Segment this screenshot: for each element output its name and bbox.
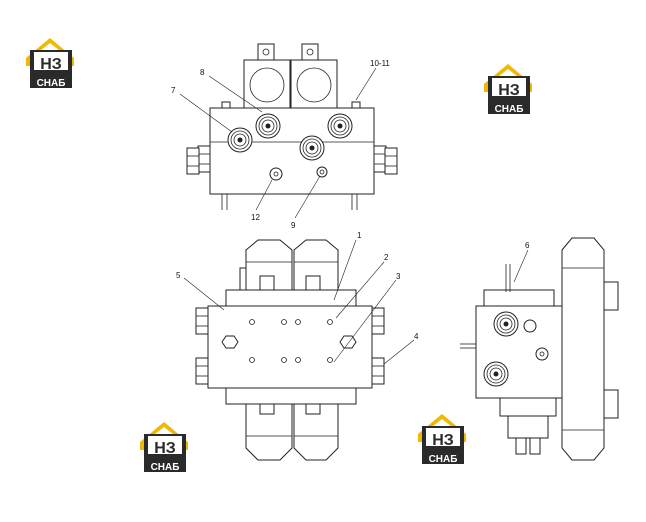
brand-logo-top-left: НЗ CHAБ [26, 38, 74, 89]
valve-side-view [460, 237, 619, 461]
callout-2: 2 [384, 253, 389, 262]
logo-text: CHAБ [429, 454, 458, 465]
logo-mark: НЗ [154, 440, 176, 457]
logo-mark: НЗ [432, 432, 454, 449]
leader-lines [179, 67, 529, 365]
logo-text: CHAБ [37, 78, 66, 89]
logo-text: CHAБ [495, 104, 524, 115]
brand-logo-top-right: НЗ CHAБ [484, 64, 532, 115]
callout-5: 5 [176, 271, 181, 280]
valve-front-view [186, 43, 398, 210]
callout-8: 8 [200, 68, 205, 77]
callout-12: 12 [251, 213, 260, 222]
callout-labels: 7 8 10-11 12 9 1 2 3 4 5 6 [171, 59, 530, 341]
logo-mark: НЗ [40, 56, 62, 73]
brand-logo-bottom-right: НЗ CHAБ [418, 414, 466, 465]
logo-mark: НЗ [498, 82, 520, 99]
callout-10-11: 10-11 [370, 59, 390, 68]
valve-plan-view [195, 239, 385, 461]
brand-logo-bottom-left: НЗ CHAБ [140, 422, 188, 473]
logo-text: CHAБ [151, 462, 180, 473]
callout-7: 7 [171, 86, 176, 95]
callout-9: 9 [291, 221, 296, 230]
callout-6: 6 [525, 241, 530, 250]
callout-3: 3 [396, 272, 401, 281]
callout-4: 4 [414, 332, 419, 341]
callout-1: 1 [357, 231, 362, 240]
